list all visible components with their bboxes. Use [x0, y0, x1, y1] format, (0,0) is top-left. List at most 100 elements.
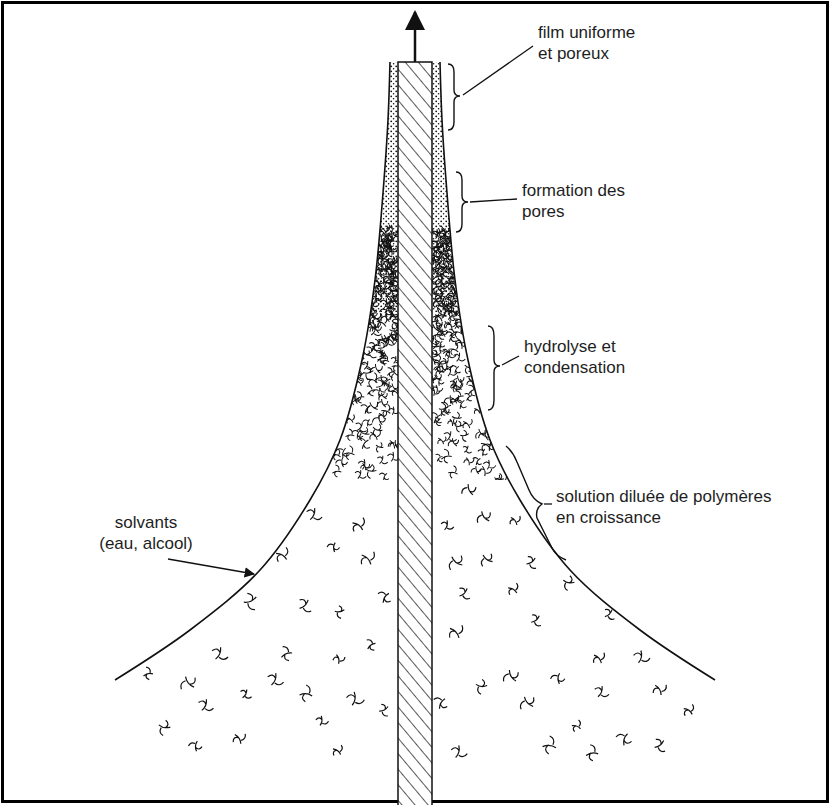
gel-network	[431, 307, 444, 323]
gel-network	[453, 398, 468, 411]
polymer	[446, 552, 467, 574]
polymer	[681, 702, 696, 719]
polymer	[459, 482, 478, 500]
gel-network	[459, 429, 471, 443]
gel-network	[439, 448, 454, 465]
substrate-ground	[398, 62, 432, 805]
gel-network	[444, 366, 458, 377]
gel-network	[471, 456, 484, 467]
gel-network	[344, 428, 355, 441]
gel-network	[443, 349, 456, 359]
solvent-label: solvants (eau, alcool)	[94, 512, 198, 554]
polymer	[450, 744, 468, 759]
gel-network	[433, 377, 444, 386]
leader-line	[502, 356, 519, 365]
polymer	[299, 685, 312, 702]
polymer	[330, 742, 345, 758]
polymer	[266, 671, 285, 687]
gel-network	[443, 329, 459, 344]
polymer	[349, 514, 368, 534]
gel-network	[347, 393, 362, 406]
polymer	[507, 512, 523, 528]
gel-network	[362, 418, 372, 426]
gel-network	[359, 402, 374, 415]
gel-network	[462, 455, 476, 467]
gel-network	[344, 445, 355, 459]
polymer	[327, 542, 340, 552]
polymer	[177, 672, 199, 694]
polymer	[584, 743, 600, 762]
leader-lines	[168, 46, 552, 574]
polymer	[563, 575, 575, 591]
polymer	[334, 605, 346, 620]
gel-network	[448, 392, 461, 406]
polymer	[593, 684, 610, 699]
gel-network	[364, 399, 381, 417]
meniscus-curve	[440, 62, 715, 680]
gel-network	[373, 377, 390, 395]
polymer	[478, 551, 495, 570]
polymer	[431, 695, 449, 711]
polymer	[141, 666, 154, 681]
braces	[448, 64, 566, 560]
polymer	[188, 741, 202, 752]
polymer	[590, 649, 607, 667]
brace	[448, 64, 460, 130]
polymer	[651, 736, 669, 755]
polymer	[363, 637, 378, 653]
withdrawal-arrow	[414, 12, 417, 62]
gel-network	[355, 436, 373, 452]
polymer	[571, 719, 583, 733]
gel-network	[446, 436, 461, 450]
gel-network	[378, 471, 390, 482]
polymer	[506, 581, 521, 597]
solution-label: solution diluée de polymères en croissan…	[556, 486, 786, 528]
gel-network	[366, 371, 379, 387]
polymer	[456, 585, 474, 602]
gel-network	[376, 409, 389, 422]
gel-network	[483, 460, 496, 470]
gel-network	[451, 373, 467, 388]
gel-network	[431, 229, 444, 239]
gel-network	[353, 375, 366, 388]
gel-network	[444, 318, 459, 332]
polymer	[517, 693, 538, 714]
polymer	[650, 680, 669, 698]
polymer	[277, 644, 295, 663]
leader-arrow	[168, 559, 254, 574]
polymer	[445, 621, 466, 643]
polymer	[377, 702, 393, 718]
polymer	[210, 645, 230, 662]
gel-network	[378, 374, 394, 389]
gel-network	[454, 421, 464, 433]
polymer	[550, 673, 565, 685]
brace	[456, 172, 468, 232]
brace	[488, 326, 500, 410]
polymer	[633, 650, 651, 664]
polymer	[357, 547, 378, 569]
gel-network	[432, 415, 444, 427]
leader-line	[544, 503, 552, 504]
gel-network	[374, 314, 389, 331]
meniscus-curve	[115, 62, 390, 680]
polymer	[615, 732, 633, 747]
gel-network	[432, 384, 444, 394]
gel-network	[448, 342, 459, 356]
polymer	[332, 652, 347, 665]
gel-network	[448, 466, 458, 479]
reaction-label: hydrolyse et condensation	[524, 336, 636, 378]
gel-network	[473, 426, 489, 443]
polymer	[500, 667, 521, 688]
polymer	[476, 679, 487, 694]
gel-network	[363, 384, 377, 398]
gel-network	[331, 464, 343, 478]
gel-network	[375, 442, 384, 453]
film-label: film uniforme et poreux	[538, 22, 646, 64]
polymer	[273, 545, 291, 565]
gel-network	[446, 289, 462, 302]
gel-network	[360, 360, 374, 372]
leader-line	[463, 46, 533, 95]
gel-network	[470, 464, 483, 476]
polymer	[316, 716, 329, 726]
